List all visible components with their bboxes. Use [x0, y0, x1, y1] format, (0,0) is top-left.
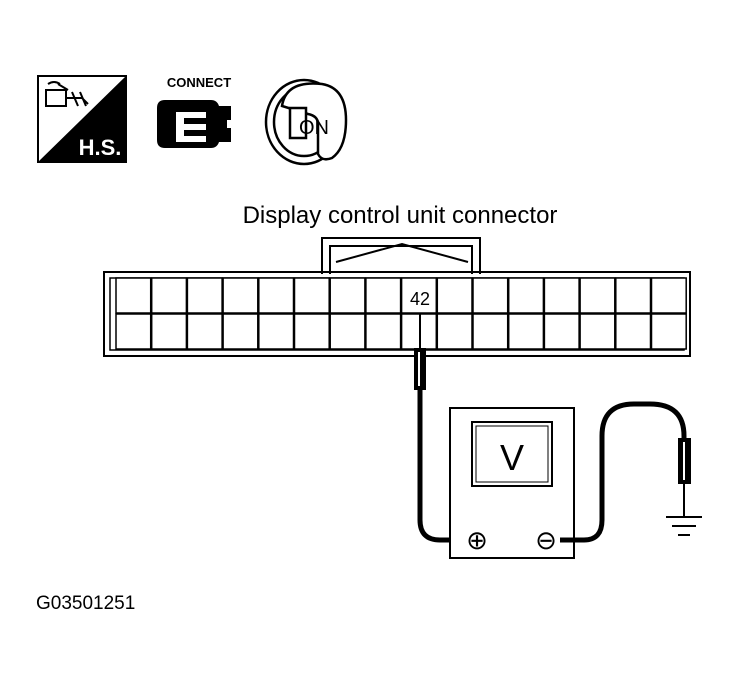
connector-cavity	[293, 313, 330, 350]
connector-cavity	[115, 277, 152, 314]
terminal-number-label: 42	[410, 289, 430, 309]
connector-cavity	[579, 313, 616, 350]
connector-pin-grid	[115, 277, 687, 350]
connector-cavity	[222, 313, 259, 350]
connector-cavity	[365, 277, 402, 314]
ignition-on-label: ON	[299, 117, 329, 139]
connector-cavity	[186, 313, 223, 350]
hs-icon: H.S.	[37, 75, 127, 163]
connector-cavity	[258, 277, 295, 314]
connector-cavity	[293, 277, 330, 314]
connector-cavity	[579, 277, 616, 314]
connector-cavity	[543, 313, 580, 350]
connector-cavity	[150, 277, 188, 314]
ignition-on-icon	[264, 78, 348, 166]
connector-cavity	[436, 277, 473, 314]
connector-cavity	[150, 313, 188, 350]
connector-cavity	[222, 277, 259, 314]
connector-cavity	[472, 277, 509, 314]
connector-cavity	[400, 277, 438, 314]
positive-test-lead	[417, 390, 464, 543]
negative-test-lead	[560, 401, 687, 543]
connector-cavity	[507, 277, 545, 314]
connector-cavity	[436, 313, 473, 350]
ignition-key-icon	[280, 82, 348, 161]
connector-cavity	[258, 313, 295, 350]
figure-code: G03501251	[36, 593, 135, 614]
connector-cavity	[329, 277, 366, 314]
voltmeter-display	[471, 421, 553, 487]
connector-cavity	[543, 277, 580, 314]
connector-cavity	[400, 313, 438, 350]
ground-icon	[666, 516, 702, 536]
ground-probe	[678, 438, 691, 516]
connector-cavity	[650, 277, 687, 314]
connector-title: Display control unit connector	[243, 202, 558, 229]
connector-cavity	[615, 313, 652, 350]
voltmeter	[449, 407, 575, 559]
connect-icon: CONNECT	[157, 75, 231, 148]
harness-sketch-icon	[45, 81, 89, 107]
connector-cavity	[507, 313, 545, 350]
connector-cavity	[615, 277, 652, 314]
connector-cavity	[329, 313, 366, 350]
connect-label: CONNECT	[167, 75, 231, 90]
positive-terminal-icon: ⊕	[466, 525, 488, 555]
negative-terminal-icon: ⊖	[535, 525, 557, 555]
positive-probe	[414, 314, 426, 390]
connector-cavity	[365, 313, 402, 350]
hs-label: H.S.	[79, 135, 122, 160]
voltmeter-symbol: V	[500, 437, 524, 478]
connector-cavity	[186, 277, 223, 314]
connector-cavity	[472, 313, 509, 350]
connector-cavity	[650, 313, 687, 350]
connector-cavity	[115, 313, 152, 350]
